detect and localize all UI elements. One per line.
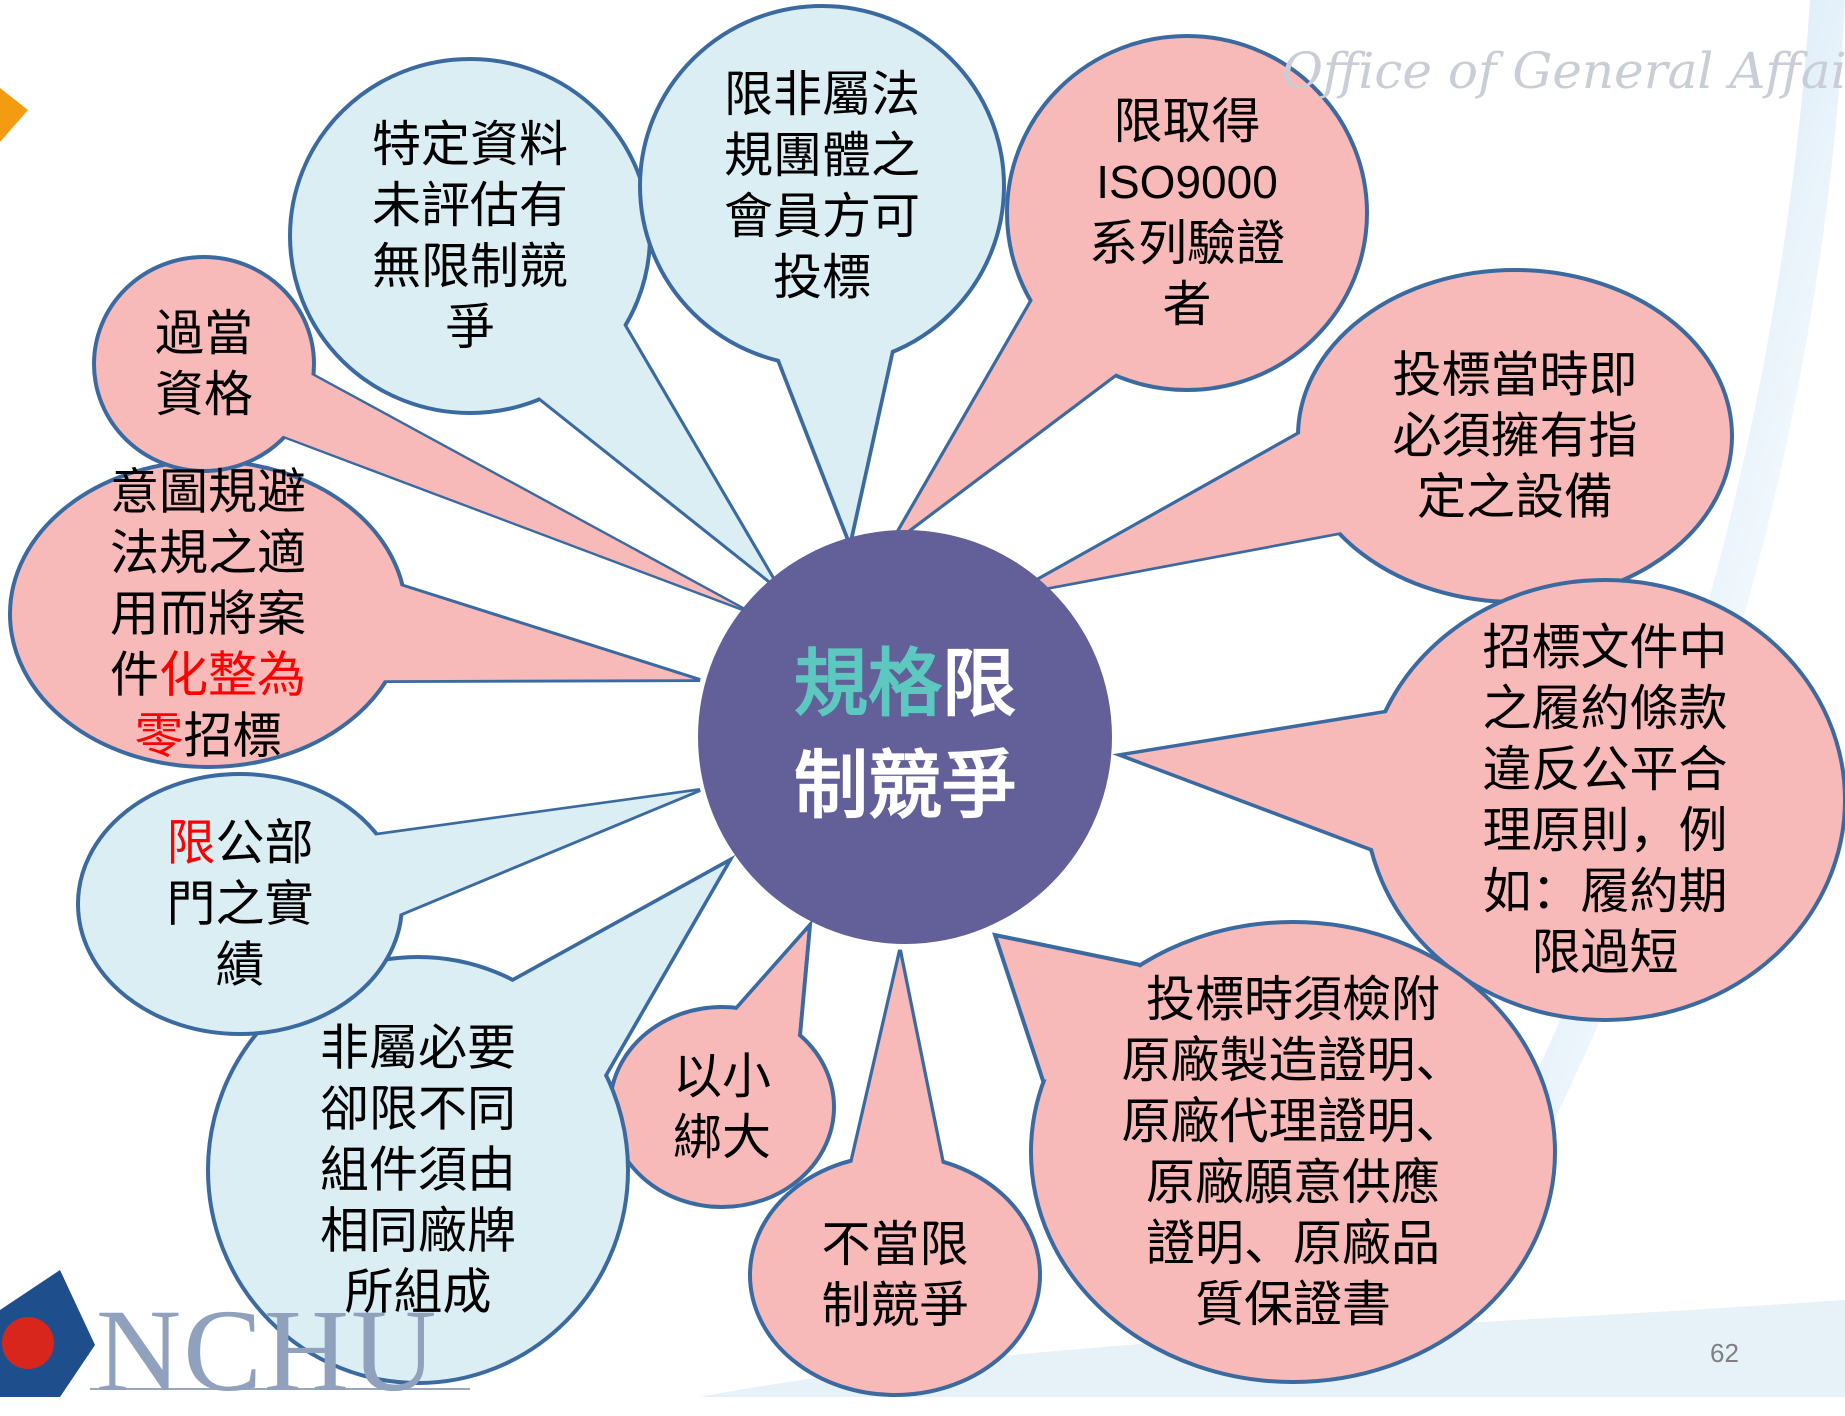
bubble-split-case	[8, 459, 701, 769]
bubble-same-brand-tail-join	[508, 864, 726, 1080]
bubble-iso9000-tail-join	[894, 296, 1120, 541]
bubble-excessive-qualification-text: 過當資格	[154, 305, 254, 423]
bubble-excessive-qualification-tail-join	[279, 372, 740, 608]
bubble-excessive-qualification-shape	[92, 255, 316, 473]
hub-title-teal: 規格	[794, 641, 942, 727]
bubble-public-sector-text: 限公部門之實績	[166, 814, 314, 994]
bubble-small-bind-big	[608, 919, 836, 1209]
bubble-improper-tail-join	[851, 955, 943, 1168]
bubble-same-brand	[206, 854, 736, 1385]
page-number: 62	[1710, 1338, 1739, 1368]
bubble-split-case-tail-join	[380, 584, 695, 681]
bubble-specific-data-text: 特定資料未評估有無限制競爭	[371, 116, 569, 356]
bubble-small-bind-big-text: 以小綁大	[672, 1048, 772, 1166]
bubble-equipment-tail-join	[1015, 431, 1345, 594]
logo-red-sphere-icon	[2, 1317, 54, 1369]
nchu-logo	[0, 1270, 470, 1397]
hub-title: 規格限 制競爭	[794, 633, 1016, 837]
bubble-manufacturer-proof-tail-join	[999, 938, 1146, 1086]
bubble-contract-terms-text: 招標文件中之履約條款違反公平合理原則，例如：履約期限過短	[1482, 619, 1728, 981]
bubble-equipment	[1009, 268, 1734, 604]
hub-circle	[698, 530, 1112, 944]
bubble-iso9000-shape	[1005, 34, 1369, 392]
bubble-iso9000	[888, 34, 1369, 547]
bubble-contract-terms	[1112, 578, 1845, 1022]
bubble-small-bind-big-tail-join	[733, 930, 808, 1041]
hub-title-white: 限	[942, 641, 1016, 727]
bubble-improper-text: 不當限制競爭	[821, 1216, 969, 1334]
bubble-same-brand-shape	[206, 955, 630, 1385]
bubble-specific-data-tail-join	[536, 321, 777, 586]
bubble-manufacturer-proof-shape	[1029, 920, 1557, 1384]
bubble-public-sector-tail-join	[371, 791, 695, 916]
bubble-manufacturer-proof	[992, 920, 1557, 1384]
hub-title-line2: 制競爭	[794, 743, 1016, 829]
office-watermark: Office of General Affairs	[1282, 42, 1845, 100]
bubble-same-brand-text: 非屬必要卻限不同組件須由相同廠牌所組成	[319, 1019, 517, 1321]
bubble-split-case-text: 意圖規避法規之適用而將案件化整為零招標	[109, 463, 307, 765]
nchu-logo-text: NCHU	[96, 1285, 439, 1416]
bubble-public-sector	[76, 772, 701, 1036]
bubble-specific-data	[288, 57, 782, 592]
bubble-member-only-tail-join	[777, 345, 893, 540]
bubble-improper	[748, 949, 1042, 1397]
bubble-manufacturer-proof-text: 投標時須檢附原廠製造證明、原廠代理證明、原廠願意供應證明、原廠品質保證書	[1121, 971, 1465, 1333]
orange-arrow-icon	[0, 88, 28, 142]
bubble-equipment-text: 投標當時即必須擁有指定之設備	[1392, 346, 1638, 526]
bubble-contract-terms-tail-join	[1125, 712, 1392, 851]
blue-swoosh-decoration	[1500, 0, 1845, 1150]
bubble-excessive-qualification	[92, 255, 746, 612]
bubble-member-only-text: 限非屬法規團體之會員方可投標	[723, 66, 921, 306]
bubble-member-only	[638, 4, 1006, 552]
